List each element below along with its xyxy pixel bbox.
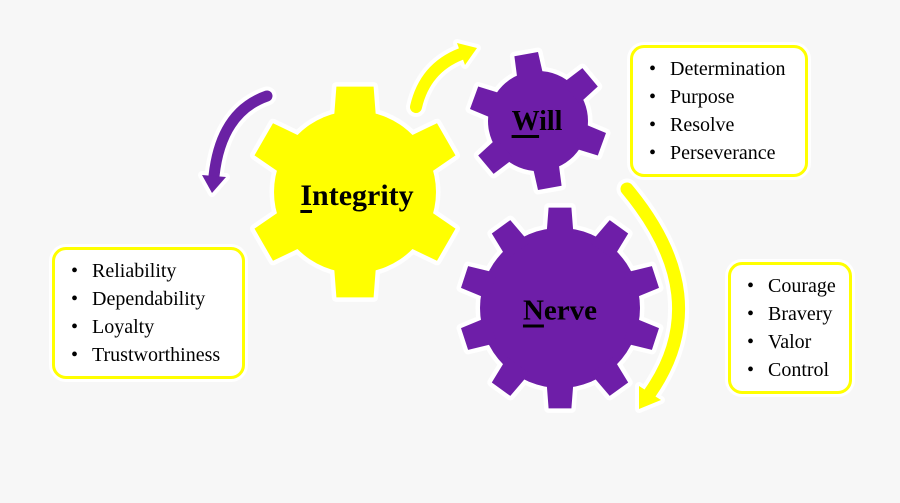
will-traits-list: DeterminationPurposeResolvePerseverance — [645, 55, 797, 167]
integrity-underlined-letter: I — [300, 179, 313, 212]
trait-item: Valor — [743, 328, 841, 356]
nerve-traits-box: CourageBraveryValorControl — [728, 262, 852, 394]
trait-item: Dependability — [67, 285, 234, 313]
trait-item: Reliability — [67, 257, 234, 285]
trait-item: Resolve — [645, 111, 797, 139]
integrity-to-will-arrow — [406, 39, 481, 117]
nerve-gear — [456, 203, 664, 413]
will-gear-label: Will — [512, 106, 563, 138]
nerve-label-rest: erve — [543, 294, 598, 327]
will-underlined-letter: W — [511, 106, 540, 137]
trait-item: Bravery — [743, 300, 841, 328]
will-traits-box: DeterminationPurposeResolvePerseverance — [630, 45, 808, 177]
nerve-traits-list: CourageBraveryValorControl — [743, 272, 841, 384]
trait-item: Trustworthiness — [67, 341, 234, 369]
trait-item: Purpose — [645, 83, 797, 111]
integrity-cycle-arrow — [198, 86, 277, 197]
trait-item: Determination — [645, 55, 797, 83]
nerve-gear-label: Nerve — [523, 295, 597, 328]
integrity-label-rest: ntegrity — [312, 179, 414, 212]
trait-item: Courage — [743, 272, 841, 300]
trait-item: Loyalty — [67, 313, 234, 341]
trait-item: Perseverance — [645, 139, 797, 167]
trait-item: Control — [743, 356, 841, 384]
will-gear — [465, 47, 611, 195]
will-to-nerve-arrow — [616, 178, 690, 413]
integrity-gear — [250, 82, 460, 302]
integrity-gear-label: Integrity — [300, 179, 413, 213]
nerve-underlined-letter: N — [522, 294, 544, 327]
integrity-traits-box: ReliabilityDependabilityLoyaltyTrustwort… — [52, 247, 245, 379]
integrity-traits-list: ReliabilityDependabilityLoyaltyTrustwort… — [67, 257, 234, 369]
will-label-rest: ill — [539, 106, 563, 137]
